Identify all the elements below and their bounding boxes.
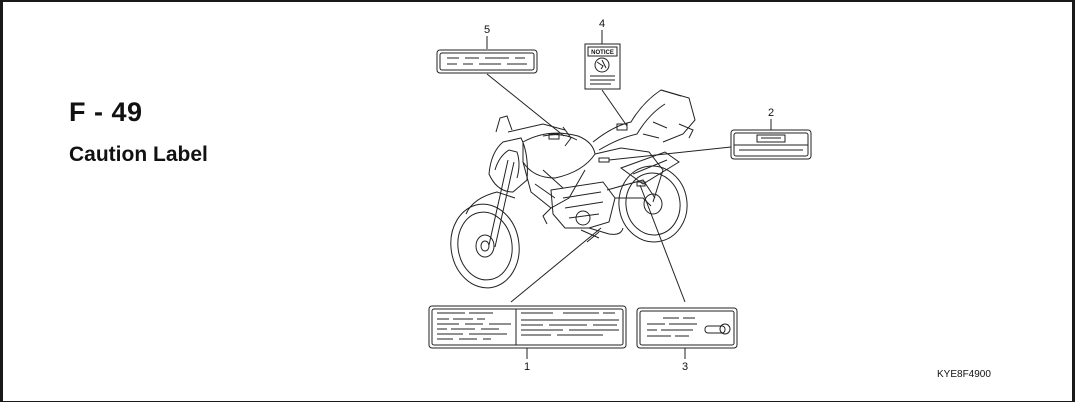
callout-2: 2 bbox=[768, 107, 774, 119]
callout-1: 1 bbox=[524, 361, 530, 373]
figure-title: Caution Label bbox=[69, 143, 208, 166]
caution-label-diagram: NOTICE 5 4 2 1 3 bbox=[428, 18, 812, 373]
label-4-illustration bbox=[584, 43, 621, 90]
label-2-illustration bbox=[730, 129, 812, 160]
figure-code: F - 49 bbox=[69, 97, 143, 127]
leader-lines bbox=[486, 30, 772, 359]
reference-code: KYE8F4900 bbox=[937, 369, 991, 380]
notice-header-box bbox=[587, 46, 618, 57]
motorcycle-illustration bbox=[450, 89, 696, 289]
label-5-illustration bbox=[436, 49, 538, 74]
callout-3: 3 bbox=[682, 361, 688, 373]
label-3-illustration bbox=[636, 307, 738, 349]
label-1-illustration bbox=[428, 305, 627, 349]
notice-label-text: NOTICE bbox=[591, 50, 614, 56]
callout-5: 5 bbox=[484, 24, 490, 36]
callout-4: 4 bbox=[599, 18, 605, 30]
